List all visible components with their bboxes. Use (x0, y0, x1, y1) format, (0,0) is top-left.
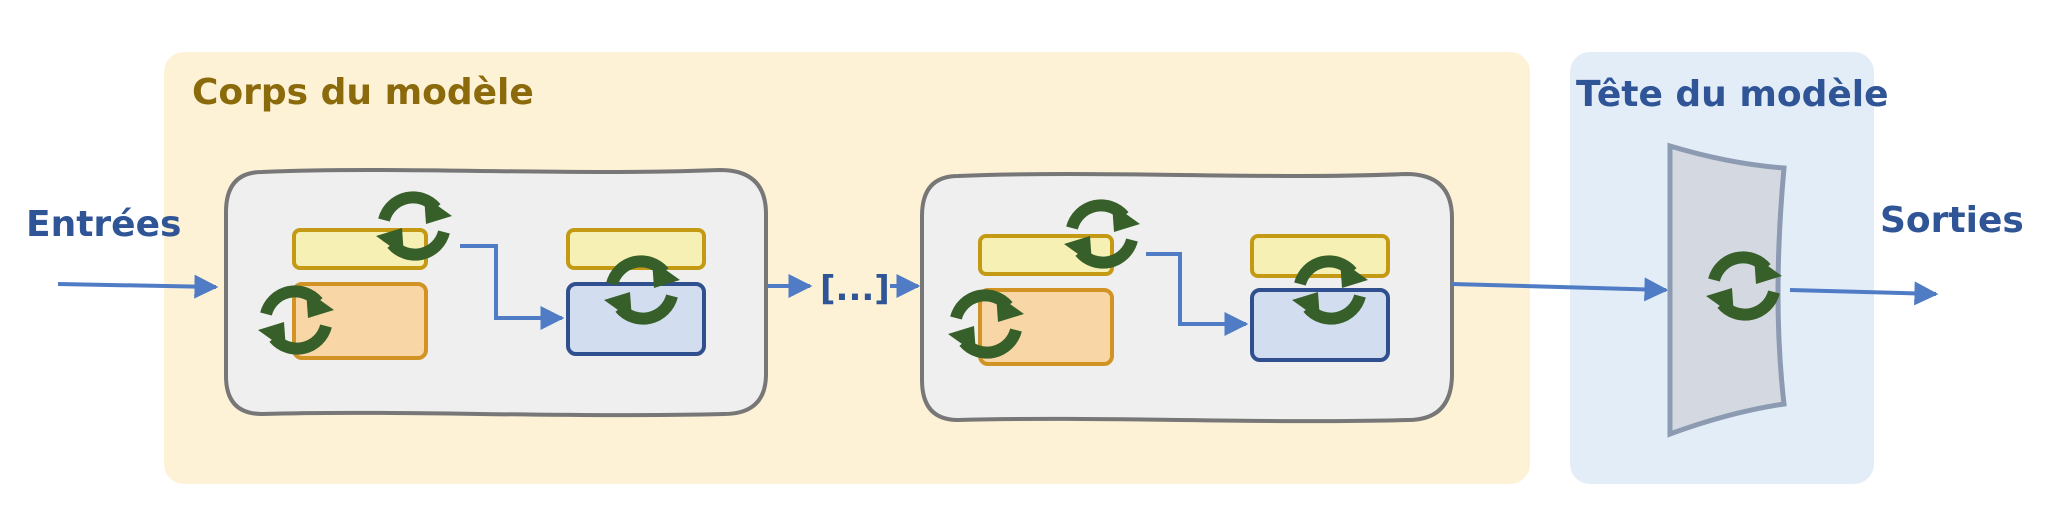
arrow-right-icon (57, 274, 219, 299)
arrow-right-icon (1146, 252, 1249, 336)
model-head-title: Tête du modèle (1576, 74, 1889, 115)
yellow-sublayer (1250, 234, 1390, 278)
orange-sublayer (292, 282, 428, 360)
output-label: Sorties (1880, 200, 2024, 241)
arrow-right-icon (1451, 277, 1669, 302)
arrow-right-icon (1789, 281, 1939, 306)
layer-block-2 (920, 171, 1454, 424)
arrow-right-icon (460, 244, 565, 330)
ellipsis-label: [...] (820, 269, 890, 309)
model-head-layer (1667, 142, 1784, 438)
model-body-title: Corps du modèle (192, 72, 534, 113)
layer-block-1 (224, 167, 768, 418)
input-label: Entrées (26, 204, 181, 245)
blue-sublayer (1250, 288, 1390, 362)
yellow-sublayer (566, 228, 706, 270)
